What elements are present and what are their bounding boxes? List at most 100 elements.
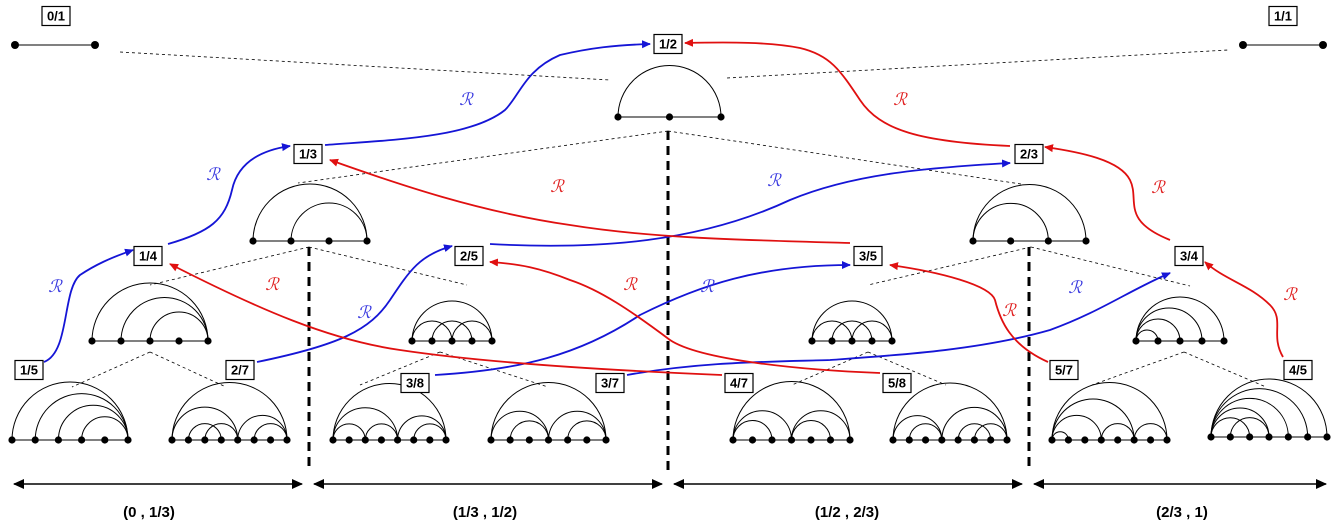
vertex-dot bbox=[329, 436, 337, 444]
vertex-dot bbox=[846, 436, 854, 444]
arc bbox=[187, 423, 222, 441]
fraction-node-n45: 4/5 bbox=[1283, 359, 1313, 381]
fraction-label: 1/4 bbox=[139, 249, 158, 264]
vertex-dot bbox=[408, 337, 416, 345]
arc-diagram-b3 bbox=[329, 383, 450, 444]
arc-diagram-l2 bbox=[408, 300, 496, 345]
fraction-box bbox=[454, 245, 484, 267]
arc bbox=[1210, 398, 1289, 438]
fraction-box bbox=[653, 33, 683, 55]
vertex-dot bbox=[1220, 337, 1228, 345]
vertex-dot bbox=[410, 436, 418, 444]
interval-label: (1/2 , 2/3) bbox=[815, 504, 879, 521]
arc bbox=[413, 423, 447, 441]
vertex-dot bbox=[889, 436, 897, 444]
fraction-box bbox=[14, 359, 44, 381]
arc-diagram-right bbox=[969, 184, 1090, 245]
fraction-node-n25: 2/5 bbox=[454, 245, 484, 267]
vertex-dot bbox=[868, 337, 876, 345]
r-arrow-n35-to-n13 bbox=[329, 158, 851, 244]
fraction-label: 4/7 bbox=[730, 376, 748, 391]
vertex-dot bbox=[1081, 436, 1089, 444]
arc bbox=[34, 393, 129, 441]
interval-label: (1/3 , 1/2) bbox=[453, 504, 517, 521]
vertex-dot bbox=[234, 436, 242, 444]
tree-guide-line bbox=[726, 49, 1229, 79]
fraction-node-n01: 0/1 bbox=[41, 5, 71, 27]
arc bbox=[252, 183, 368, 242]
tree-guide-line bbox=[359, 351, 441, 386]
vertex-dot bbox=[1044, 237, 1052, 245]
fraction-label: 4/5 bbox=[1289, 363, 1307, 378]
r-arrow-n13-to-n12 bbox=[324, 40, 651, 146]
fraction-node-n34: 3/4 bbox=[1174, 245, 1204, 267]
vertex-dot bbox=[602, 436, 610, 444]
vertex-dot bbox=[345, 436, 353, 444]
arc bbox=[237, 414, 288, 441]
fraction-label: 1/2 bbox=[659, 37, 677, 52]
r-operator-label: ℛ bbox=[623, 275, 638, 295]
arc-diagram-b2 bbox=[168, 382, 291, 444]
arc bbox=[1051, 398, 1135, 441]
arc-diagrams-layer bbox=[8, 65, 1331, 444]
vertex-dot bbox=[393, 436, 402, 444]
vertex-dot bbox=[828, 337, 836, 345]
vertex-dot bbox=[325, 237, 333, 245]
vertex-dot bbox=[729, 436, 737, 444]
arc bbox=[411, 320, 453, 342]
fraction-box bbox=[1174, 245, 1204, 267]
arc bbox=[732, 420, 773, 441]
vertex-dot bbox=[544, 436, 553, 444]
r-operator-label: ℛ bbox=[550, 177, 565, 197]
r-arrow-n47-to-n14 bbox=[169, 263, 723, 376]
vertex-dot bbox=[488, 337, 496, 345]
vertex-dot bbox=[1146, 436, 1155, 444]
r-operator-label: ℛ bbox=[265, 275, 280, 295]
arc bbox=[11, 381, 129, 441]
arc bbox=[57, 404, 129, 441]
arc bbox=[1210, 417, 1251, 438]
arc bbox=[1051, 414, 1102, 441]
arc bbox=[791, 410, 851, 441]
fraction-node-n37: 3/7 bbox=[595, 372, 625, 394]
r-arrow-n57-to-n35 bbox=[889, 262, 1049, 363]
fraction-label: 1/5 bbox=[20, 363, 38, 378]
vertex-dot bbox=[249, 237, 257, 245]
arc bbox=[509, 420, 549, 441]
vertex-dot bbox=[1176, 337, 1184, 345]
vertex-dot bbox=[168, 436, 176, 444]
fraction-box bbox=[882, 372, 912, 394]
vertex-dot bbox=[487, 436, 495, 444]
vertex-dot bbox=[283, 436, 291, 444]
vertex-dot bbox=[117, 337, 125, 345]
vertex-dot bbox=[768, 436, 776, 444]
tree-guide-line bbox=[119, 51, 611, 81]
vertex-dot bbox=[808, 337, 816, 345]
vertex-dot bbox=[614, 113, 622, 121]
arc-diagram-left bbox=[249, 183, 371, 245]
vertex-dot bbox=[175, 337, 183, 345]
vertex-dot bbox=[1097, 436, 1105, 444]
r-arrow-n15-to-n14 bbox=[43, 248, 134, 363]
vertex-dot bbox=[748, 436, 757, 444]
fraction-node-n58: 5/8 bbox=[882, 372, 912, 394]
vertex-dot bbox=[826, 436, 835, 444]
vertex-dot bbox=[124, 436, 132, 444]
arc bbox=[892, 415, 943, 441]
fraction-node-n12: 1/2 bbox=[653, 33, 683, 55]
r-operator-label: ℛ bbox=[357, 303, 372, 323]
arc bbox=[332, 423, 366, 441]
vertex-dot bbox=[363, 237, 371, 245]
arc bbox=[332, 407, 399, 441]
r-arrow-n58-to-n25 bbox=[489, 258, 881, 374]
fraction-node-n11: 1/1 bbox=[1268, 5, 1298, 27]
structure-layer: (0 , 1/3)(1/3 , 1/2)(1/2 , 2/3)(2/3 , 1) bbox=[11, 41, 1327, 521]
fraction-label: 3/5 bbox=[859, 249, 877, 264]
arc bbox=[290, 202, 368, 242]
vertex-dot bbox=[217, 436, 225, 444]
arc bbox=[892, 382, 1008, 441]
fraction-node-n14: 1/4 bbox=[133, 245, 163, 267]
arc-diagram-b6 bbox=[889, 382, 1011, 444]
fraction-box bbox=[225, 359, 255, 381]
